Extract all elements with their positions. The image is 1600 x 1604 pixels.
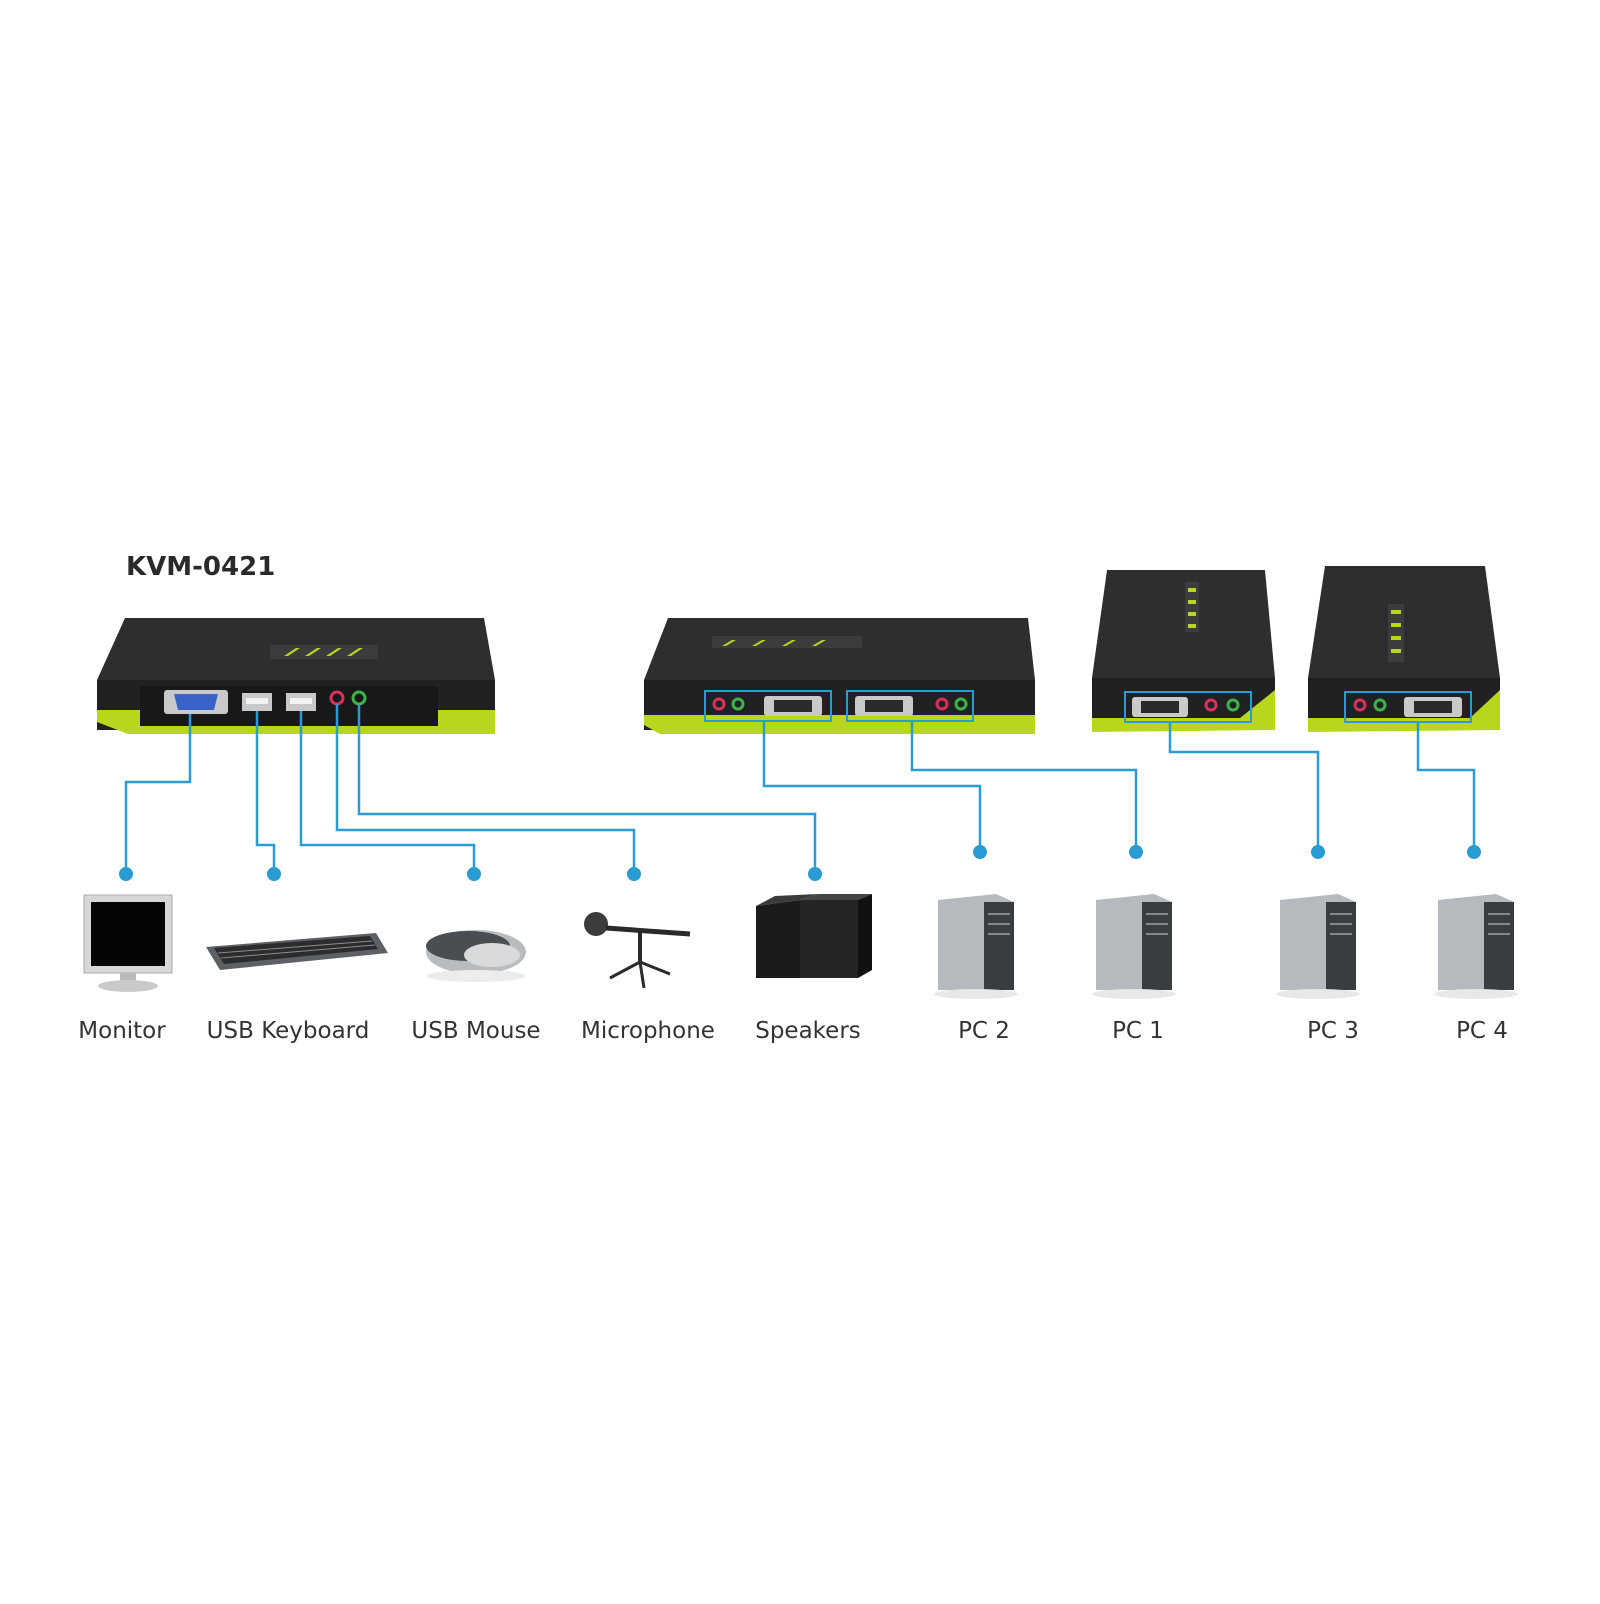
pc-tower-icon [1434, 894, 1518, 999]
connector-mouse [299, 711, 476, 872]
connector-monitor [124, 714, 192, 872]
connector-microphone [335, 704, 636, 872]
connector-pc1 [910, 721, 1138, 852]
device-label-pc2: PC 2 [958, 1018, 1010, 1044]
device-label-monitor: Monitor [78, 1018, 166, 1044]
kvm-switch-pc-ports-icon [644, 618, 1035, 734]
device-label-pc1: PC 1 [1112, 1018, 1164, 1044]
monitor-icon [83, 894, 173, 992]
mouse-icon [426, 930, 526, 982]
pc-tower-icon [1276, 894, 1360, 999]
device-label-pc3: PC 3 [1307, 1018, 1359, 1044]
microphone-icon [584, 912, 691, 989]
pc-tower-icon [934, 894, 1018, 999]
device-label-keyboard: USB Keyboard [206, 1018, 370, 1044]
connector-pc2 [762, 721, 982, 852]
pc-tower-icon [1092, 894, 1176, 999]
connector-keyboard [255, 711, 276, 872]
device-label-mouse: USB Mouse [411, 1018, 541, 1044]
kvm-switch-console-side-icon [97, 618, 495, 734]
connector-pc3 [1168, 722, 1320, 852]
keyboard-icon [206, 933, 388, 970]
connection-endpoints [119, 845, 1481, 881]
connection-lines [124, 704, 1476, 872]
kvm-switch-side-icon [1092, 570, 1275, 732]
model-title: KVM-0421 [126, 552, 276, 582]
device-label-speakers: Speakers [755, 1018, 861, 1044]
device-label-pc4: PC 4 [1456, 1018, 1508, 1044]
speakers-icon [756, 894, 872, 978]
connector-speakers [357, 704, 817, 872]
kvm-switch-side-icon [1308, 566, 1500, 732]
device-label-microphone: Microphone [581, 1018, 715, 1044]
connector-pc4 [1416, 722, 1476, 852]
